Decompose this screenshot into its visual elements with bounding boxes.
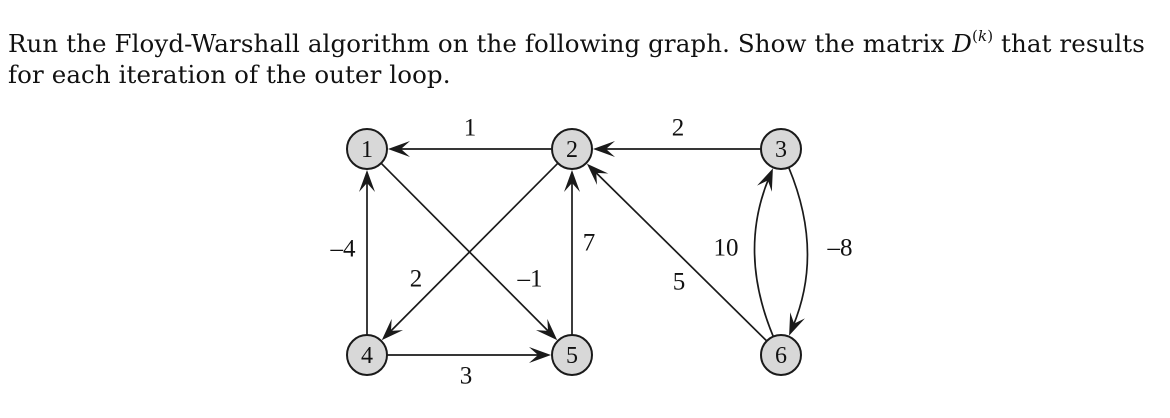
edge-weight-label: 1 — [464, 115, 477, 142]
edge-weight-label: 3 — [460, 363, 473, 390]
node-circle — [346, 334, 388, 376]
edge-weight-label: –8 — [827, 235, 853, 262]
edge-4-to-5 — [387, 347, 551, 363]
superscript-close-paren: ) — [987, 27, 994, 45]
edge-line — [380, 162, 551, 334]
edge-weight-label: 2 — [410, 266, 423, 293]
node-label: 3 — [775, 137, 787, 163]
node-circle — [551, 334, 593, 376]
problem-statement: Run the Floyd-Warshall algorithm on the … — [8, 28, 1168, 90]
edge-weight-label: 5 — [673, 269, 686, 296]
arrowhead-icon — [789, 312, 805, 336]
node-label: 2 — [566, 137, 578, 163]
arrowhead-icon — [535, 318, 558, 341]
node-circle — [551, 128, 593, 170]
edge-5-to-2 — [564, 170, 580, 335]
arrowhead-icon — [359, 170, 375, 192]
edge-6-to-3 — [753, 168, 775, 337]
arrowhead-icon — [388, 141, 410, 157]
edge-weight-label: –1 — [517, 266, 543, 293]
edge-weight-label: 10 — [714, 235, 739, 262]
edge-weight-label: 2 — [672, 115, 685, 142]
edge-label-layer: 1 2 –4 2 –1 7 5 10 –8 3 — [330, 115, 853, 390]
edge-4-to-1 — [359, 170, 375, 335]
node-circle — [346, 128, 388, 170]
edge-weight-label: 7 — [583, 230, 596, 257]
node-label: 5 — [566, 343, 578, 369]
matrix-superscript: (k) — [972, 27, 993, 45]
edge-line — [753, 177, 775, 337]
arrowhead-icon — [564, 170, 580, 192]
edge-layer — [359, 141, 809, 363]
arrowhead-icon — [529, 347, 551, 363]
edge-line — [593, 170, 768, 342]
matrix-symbol: D — [952, 29, 973, 58]
superscript-open-paren: ( — [972, 27, 978, 45]
edge-line — [787, 167, 809, 327]
node-circle — [760, 128, 802, 170]
node-circle — [760, 334, 802, 376]
graph-node-2: 2 — [551, 128, 593, 170]
edge-weight-label: –4 — [330, 236, 357, 263]
superscript-k: k — [978, 27, 988, 45]
problem-text-after: that results for each iteration of the o… — [8, 29, 1145, 89]
node-label: 4 — [361, 343, 373, 369]
node-layer: 1 2 3 4 5 6 — [346, 128, 802, 376]
graph-node-6: 6 — [760, 334, 802, 376]
edge-line — [388, 162, 559, 334]
edge-3-to-2 — [593, 141, 761, 157]
edge-2-to-1 — [388, 141, 552, 157]
graph-node-5: 5 — [551, 334, 593, 376]
problem-text-before: Run the Floyd-Warshall algorithm on the … — [8, 29, 953, 58]
arrowhead-icon — [586, 163, 609, 185]
edge-3-to-6 — [787, 167, 809, 336]
edge-2-to-4 — [381, 162, 559, 341]
arrowhead-icon — [593, 141, 615, 157]
node-label: 1 — [361, 137, 373, 163]
graph-node-1: 1 — [346, 128, 388, 170]
graph-node-3: 3 — [760, 128, 802, 170]
graph-node-4: 4 — [346, 334, 388, 376]
arrowhead-icon — [381, 318, 404, 341]
edge-6-to-2 — [586, 163, 768, 342]
edge-1-to-5 — [380, 162, 558, 341]
arrowhead-icon — [757, 168, 773, 192]
node-label: 6 — [775, 343, 787, 369]
